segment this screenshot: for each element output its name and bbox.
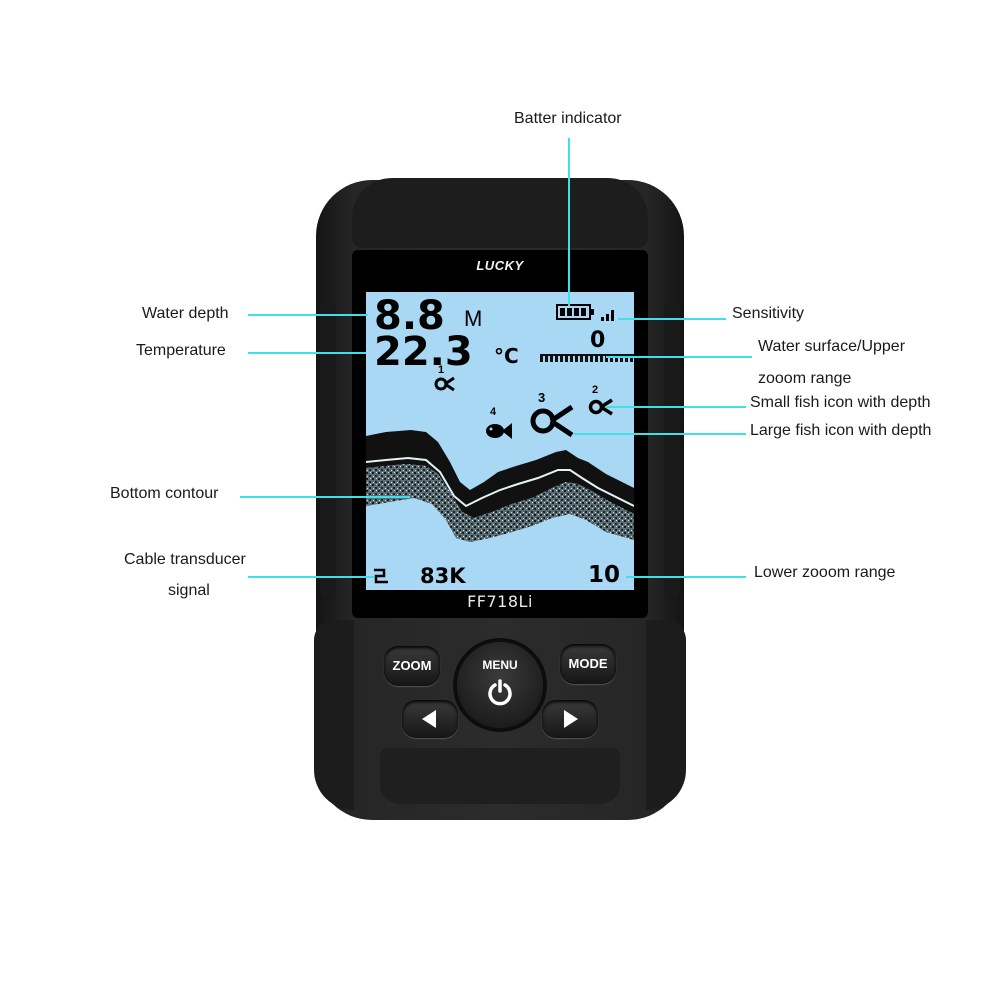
small-fish-leader [606, 406, 746, 408]
battery-icon [556, 304, 594, 320]
depth-unit: M [464, 306, 483, 331]
large-fish-leader [574, 433, 746, 435]
right-arrow-button[interactable] [542, 700, 598, 738]
transducer-icon [374, 568, 388, 584]
menu-label: MENU [482, 658, 518, 672]
fish-depth-label: 3 [538, 390, 546, 405]
fish-depth-label: 4 [490, 406, 497, 418]
frequency-value: 83K [420, 564, 466, 588]
bottom-callout: Bottom contour [110, 485, 219, 502]
fish-depth-label: 2 [592, 384, 599, 396]
lower-range-leader [626, 576, 746, 578]
brand-logo: LUCKY [476, 258, 524, 273]
bottom-contour-graphic [366, 430, 634, 542]
fish-icon [588, 398, 613, 416]
depth-value: 8.8 [374, 293, 445, 339]
fish-icon [486, 423, 512, 439]
lower-range-callout: Lower zooom range [754, 564, 896, 581]
right-grip [664, 300, 680, 600]
cable-callout-line1: Cable transducer [124, 551, 246, 568]
left-grip [320, 300, 336, 600]
large-fish-callout: Large fish icon with depth [750, 422, 932, 439]
mode-button[interactable]: MODE [560, 644, 616, 684]
model-label: FF718Li [467, 592, 533, 611]
sonar-screen: 8.8 M 22.3 °C 0 1 4 3 2 [366, 292, 634, 590]
sensitivity-callout: Sensitivity [732, 305, 805, 322]
surface-leader [606, 356, 752, 358]
battery-leader [568, 138, 570, 306]
left-lower-bumper [314, 620, 354, 810]
surface-line [540, 354, 634, 362]
water-depth-callout: Water depth [142, 305, 229, 322]
signal-bars-icon [601, 310, 614, 321]
surface-callout-line2: zooom range [758, 370, 852, 387]
surface-callout-line1: Water surface/Upper [758, 338, 906, 355]
arrow-left-icon [422, 710, 436, 728]
battery-callout: Batter indicator [514, 110, 622, 127]
right-lower-bumper [646, 620, 686, 810]
zoom-button[interactable]: ZOOM [384, 646, 440, 686]
arrow-right-icon [564, 710, 578, 728]
bottom-panel [380, 748, 620, 804]
power-icon [488, 679, 512, 706]
small-fish-callout: Small fish icon with depth [750, 394, 931, 411]
surface-range-value: 0 [590, 328, 606, 353]
cable-callout-line2: signal [168, 582, 210, 599]
water-depth-leader [248, 314, 368, 316]
temperature-unit: °C [494, 344, 519, 368]
large-fish-icon [530, 404, 574, 438]
temperature-leader [248, 352, 366, 354]
cable-leader [248, 576, 374, 578]
left-arrow-button[interactable] [402, 700, 458, 738]
sensitivity-leader [618, 318, 726, 320]
fish-depth-label: 1 [438, 364, 445, 376]
bottom-leader [240, 496, 410, 498]
temperature-callout: Temperature [136, 342, 226, 359]
temperature-value: 22.3 [374, 329, 473, 375]
menu-power-button[interactable]: MENU [457, 642, 543, 728]
top-bumper [352, 178, 648, 248]
fish-icon [434, 376, 455, 392]
lower-range-value: 10 [588, 562, 621, 588]
